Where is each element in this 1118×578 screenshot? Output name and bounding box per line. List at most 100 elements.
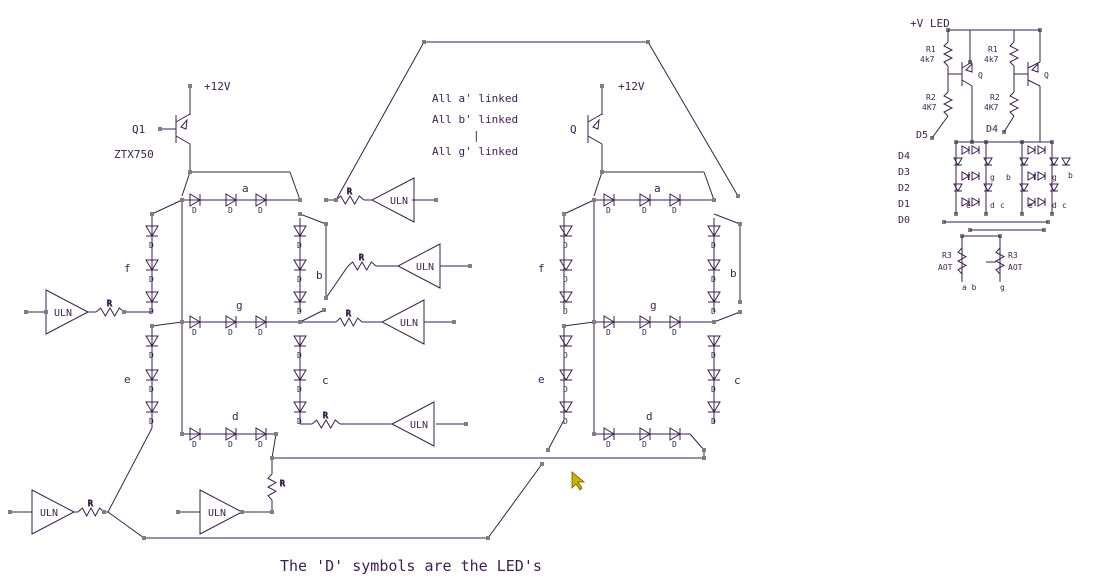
led-label: D xyxy=(563,351,568,360)
resistor: R xyxy=(335,309,363,328)
junction-node xyxy=(702,448,706,452)
uln-label: ULN xyxy=(410,420,428,431)
seg-d-label-left: d xyxy=(232,410,239,423)
junction-node xyxy=(324,198,328,202)
seg-a-label-left: a xyxy=(242,182,249,195)
uln-label: ULN xyxy=(54,308,72,319)
junction-node xyxy=(540,462,544,466)
led-diode-v: D xyxy=(707,259,721,284)
led-diode-h: D xyxy=(669,427,681,449)
inset-led xyxy=(1049,157,1059,167)
inset-led xyxy=(1027,197,1037,207)
led-label: D xyxy=(606,440,611,449)
led-diode-v: D xyxy=(559,335,573,360)
inset-led xyxy=(971,197,981,207)
inset-r3-right: R3 xyxy=(1008,251,1018,260)
junction-node xyxy=(592,432,596,436)
led-label: D xyxy=(228,440,233,449)
led-diode-v: D xyxy=(559,225,573,250)
junction-node xyxy=(422,40,426,44)
uln-label: ULN xyxy=(416,262,434,273)
seg-b-label-left: b xyxy=(316,269,323,282)
junction-node xyxy=(738,310,742,314)
inset-r3-left-value: AOT xyxy=(938,263,953,272)
inset-led xyxy=(983,157,993,167)
uln-driver: ULN xyxy=(31,489,76,535)
junction-node xyxy=(298,320,302,324)
note-a-linked: All a' linked xyxy=(432,92,518,105)
led-label: D xyxy=(606,328,611,337)
led-diode-v: D xyxy=(145,291,159,316)
led-label: D xyxy=(192,206,197,215)
led-diode-v: D xyxy=(293,369,307,394)
junction-node xyxy=(44,310,48,314)
junction-node xyxy=(646,40,650,44)
inset-r2b-label: R2 xyxy=(990,93,1000,102)
led-label: D xyxy=(192,328,197,337)
resistor xyxy=(956,247,968,275)
led-label: D xyxy=(192,440,197,449)
led-diode-h: D xyxy=(189,315,201,337)
led-label: D xyxy=(149,241,154,250)
supply-label-left: +12V xyxy=(204,80,231,93)
junction-node xyxy=(712,198,716,202)
junction-node xyxy=(188,170,192,174)
led-diode-v: D xyxy=(293,335,307,360)
led-diode-v: D xyxy=(707,225,721,250)
junction-node xyxy=(158,127,162,131)
seg-e-label-left: e xyxy=(124,373,131,386)
led-diode-v: D xyxy=(559,291,573,316)
led-label: D xyxy=(297,275,302,284)
mouse-cursor-icon xyxy=(571,471,586,491)
seg-c-label-left: c xyxy=(322,374,329,387)
junction-node xyxy=(188,84,192,88)
led-diode-v: D xyxy=(707,401,721,426)
junction-nodes xyxy=(8,28,1054,540)
led-label: D xyxy=(149,275,154,284)
led-diode-v: D xyxy=(145,401,159,426)
resistor xyxy=(1008,41,1020,67)
seg-g-label-right: g xyxy=(650,299,657,312)
resistor: R xyxy=(266,473,286,501)
junction-node xyxy=(24,310,28,314)
inset-seg-letter: b xyxy=(1006,173,1011,182)
inset-seg-letter: f xyxy=(966,173,971,182)
led-label: D xyxy=(563,417,568,426)
junction-node xyxy=(122,310,126,314)
led-label: D xyxy=(149,351,154,360)
seg-d-label-right: d xyxy=(646,410,653,423)
seg-f-label-right: f xyxy=(538,262,545,275)
uln-label: ULN xyxy=(40,508,58,519)
seg-a-label-right: a xyxy=(654,182,661,195)
seg-c-label-right: c xyxy=(734,374,741,387)
uln-label: ULN xyxy=(400,318,418,329)
junction-node xyxy=(562,324,566,328)
inset-led xyxy=(983,183,993,193)
left-digit-wiring xyxy=(10,41,739,539)
caption: The 'D' symbols are the LED's xyxy=(280,557,542,575)
inset-data-d1: D1 xyxy=(898,199,910,210)
led-diode-v: D xyxy=(293,401,307,426)
uln-driver: ULN xyxy=(45,289,90,335)
inset-led xyxy=(953,183,963,193)
resistor-label: R xyxy=(107,299,112,308)
uln-driver: ULN xyxy=(370,177,415,223)
led-diode-h: D xyxy=(255,315,267,337)
led-label: D xyxy=(228,328,233,337)
junction-node xyxy=(324,296,328,300)
led-label: D xyxy=(297,417,302,426)
junction-node xyxy=(324,222,328,226)
inset-r3-right-value: AOT xyxy=(1008,263,1023,272)
junction-node xyxy=(240,510,244,514)
left-digit-labels: +12V Q1 ZTX750 a g d f e b c xyxy=(114,80,329,423)
inset-seg-letter: g xyxy=(1052,173,1057,182)
led-label: D xyxy=(149,385,154,394)
inset-seg-letter: g xyxy=(990,173,995,182)
resistor: R xyxy=(95,299,125,317)
inset-led xyxy=(1027,145,1037,155)
inset-seg-letter: d xyxy=(990,201,995,210)
resistor-label: R xyxy=(280,479,285,488)
resistor xyxy=(942,41,954,67)
led-diode-h: D xyxy=(639,427,651,449)
